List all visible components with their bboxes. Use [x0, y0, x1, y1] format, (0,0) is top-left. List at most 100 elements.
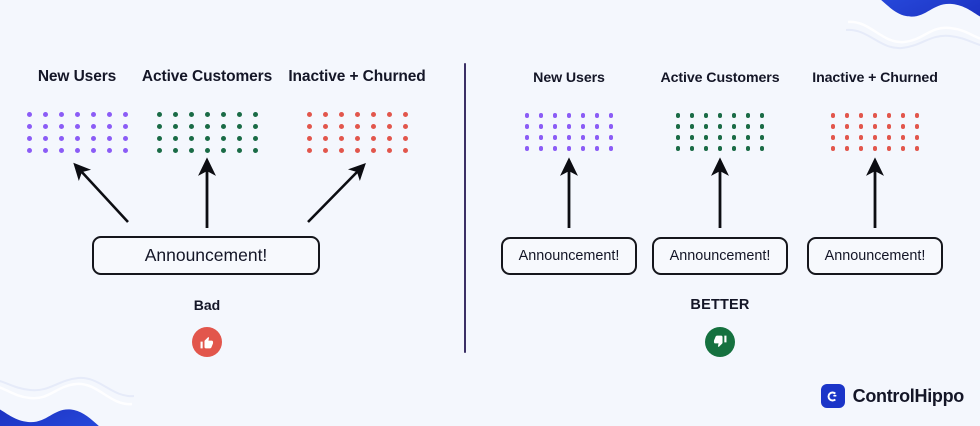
grid-dot [322, 111, 328, 117]
grid-dot [122, 135, 128, 141]
grid-dot [759, 135, 765, 140]
group-heading-new-users: New Users [37, 68, 117, 85]
grid-dot [830, 135, 836, 140]
grid-dot [42, 123, 48, 129]
grid-dot [42, 147, 48, 153]
grid-dot [370, 147, 376, 153]
grid-dot [580, 124, 586, 129]
grid-dot [322, 123, 328, 129]
grid-dot [402, 111, 408, 117]
grid-dot [886, 124, 892, 129]
grid-dot [745, 135, 751, 140]
grid-dot [220, 147, 226, 153]
grid-dot [524, 135, 530, 140]
grid-dot [538, 124, 544, 129]
grid-dot [830, 146, 836, 151]
grid-dot [156, 123, 162, 129]
grid-dot [106, 135, 112, 141]
grid-dot [386, 111, 392, 117]
grid-dot [26, 123, 32, 129]
dot-grid-new-users [21, 108, 133, 156]
grid-dot [552, 113, 558, 118]
grid-dot [90, 135, 96, 141]
grid-dot [338, 135, 344, 141]
grid-dot [172, 111, 178, 117]
grid-dot [731, 146, 737, 151]
grid-dot [122, 123, 128, 129]
grid-dot [858, 135, 864, 140]
group-heading-inactive-churned: Inactive + Churned [288, 68, 426, 85]
grid-dot [689, 113, 695, 118]
grid-dot [900, 146, 906, 151]
grid-dot [74, 147, 80, 153]
grid-dot [524, 146, 530, 151]
grid-dot [745, 124, 751, 129]
grid-dot [172, 123, 178, 129]
grid-dot [156, 111, 162, 117]
announcement-box-active-customers[interactable]: Announcement! [652, 237, 788, 275]
grid-dot [236, 147, 242, 153]
grid-dot [90, 111, 96, 117]
grid-dot [236, 123, 242, 129]
dot-grid-active-customers [151, 108, 263, 156]
grid-dot [220, 135, 226, 141]
grid-dot [172, 135, 178, 141]
announcement-box-new-users[interactable]: Announcement! [501, 237, 637, 275]
verdict-label-bad: Bad [193, 297, 221, 313]
arrow-to-new-users [73, 162, 129, 223]
grid-dot [717, 113, 723, 118]
grid-dot [703, 124, 709, 129]
grid-dot [322, 135, 328, 141]
grid-dot [594, 135, 600, 140]
verdict-label-better: BETTER [690, 297, 750, 313]
panel-divider [464, 63, 466, 353]
grid-dot [844, 135, 850, 140]
dot-grid-inactive-churned-right [826, 110, 924, 154]
grid-dot [338, 111, 344, 117]
grid-dot [90, 123, 96, 129]
grid-dot [886, 113, 892, 118]
grid-dot [42, 135, 48, 141]
announcement-box-shared[interactable]: Announcement! [92, 236, 320, 275]
grid-dot [338, 147, 344, 153]
grid-dot [914, 124, 920, 129]
grid-dot [26, 135, 32, 141]
grid-dot [745, 113, 751, 118]
grid-dot [745, 146, 751, 151]
grid-dot [188, 123, 194, 129]
grid-dot [689, 146, 695, 151]
grid-dot [830, 124, 836, 129]
grid-dot [844, 146, 850, 151]
grid-dot [886, 146, 892, 151]
panel-bad-approach: New Users Active Customers Inactive + Ch… [0, 0, 464, 426]
grid-dot [858, 124, 864, 129]
announcement-box-inactive-churned[interactable]: Announcement! [807, 237, 943, 275]
grid-dot [252, 135, 258, 141]
thumbs-down-icon [192, 327, 222, 357]
grid-dot [759, 113, 765, 118]
grid-dot [402, 135, 408, 141]
dot-grid-new-users-right [520, 110, 618, 154]
grid-dot [306, 123, 312, 129]
grid-dot [188, 111, 194, 117]
grid-dot [566, 124, 572, 129]
brand-name: ControlHippo [852, 385, 965, 406]
grid-dot [608, 135, 614, 140]
grid-dot [306, 147, 312, 153]
grid-dot [252, 111, 258, 117]
grid-dot [759, 146, 765, 151]
group-heading-inactive-churned-right: Inactive + Churned [812, 70, 938, 86]
grid-dot [689, 135, 695, 140]
grid-dot [204, 147, 210, 153]
thumbs-up-icon [705, 327, 735, 357]
grid-dot [717, 135, 723, 140]
grid-dot [386, 123, 392, 129]
grid-dot [872, 146, 878, 151]
grid-dot [675, 124, 681, 129]
grid-dot [26, 147, 32, 153]
grid-dot [306, 111, 312, 117]
grid-dot [370, 135, 376, 141]
group-heading-active-customers-right: Active Customers [660, 70, 780, 86]
